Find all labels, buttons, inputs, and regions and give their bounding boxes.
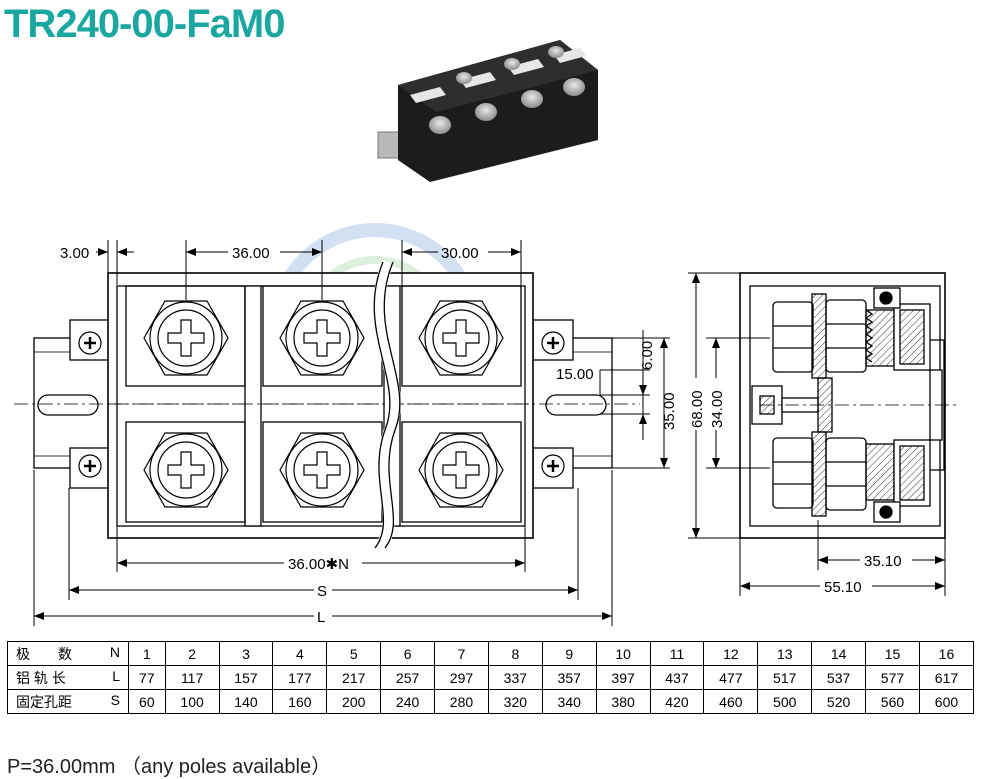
table-cell: 77 <box>128 665 166 690</box>
dim-offset-label: 3.00 <box>60 245 89 262</box>
table-cell: 240 <box>380 689 436 714</box>
table-cell: 8 <box>487 641 543 666</box>
table-cell: 337 <box>487 665 543 690</box>
table-cell: 60 <box>128 689 166 714</box>
table-cell: 2 <box>164 641 220 666</box>
table-cell: 11 <box>649 641 705 666</box>
table-cell: 140 <box>218 689 274 714</box>
table-cell: 12 <box>703 641 759 666</box>
table-cell: 10 <box>595 641 651 666</box>
dim-15-label: 15.00 <box>556 366 594 383</box>
table-cell: 297 <box>434 665 489 690</box>
dim-pitch2-label: 30.00 <box>441 245 479 262</box>
dim-6-label: 6.00 <box>639 341 656 370</box>
technical-drawing: 3.00 36.00 30.00 36.00✱N S L 15.00 6.00 … <box>14 40 960 626</box>
table-cell: 160 <box>272 689 328 714</box>
table-cell: 477 <box>703 665 759 690</box>
table-cell: 257 <box>380 665 436 690</box>
table-cell: 6 <box>380 641 436 666</box>
product-photo <box>377 40 598 182</box>
table-cell: 560 <box>865 689 920 714</box>
table-cell: 13 <box>757 641 813 666</box>
dim-35-label: 35.00 <box>661 392 678 430</box>
table-cell: 14 <box>811 641 867 666</box>
front-dimensions <box>33 240 670 626</box>
dim-34-label: 34.00 <box>709 390 726 428</box>
table-cell: 500 <box>757 689 813 714</box>
table-cell: 16 <box>918 641 975 666</box>
table-cell: 437 <box>649 665 705 690</box>
table-cell: 517 <box>757 665 813 690</box>
side-dimension-arrows <box>692 273 945 590</box>
table-cell: 600 <box>918 689 975 714</box>
table-cell: 320 <box>487 689 543 714</box>
table-cell: 460 <box>703 689 759 714</box>
table-cell: 9 <box>541 641 597 666</box>
table-cell: 4 <box>272 641 328 666</box>
dim-35-10-label: 35.10 <box>864 553 902 570</box>
table-cell: 280 <box>434 689 489 714</box>
screw-terminals <box>78 300 565 508</box>
table-cell: 200 <box>326 689 382 714</box>
table-cell: 3 <box>218 641 274 666</box>
dim-55-10-label: 55.10 <box>824 579 862 596</box>
dim-pitch-total-label: 36.00✱N <box>288 556 349 573</box>
table-cell: 1 <box>128 641 166 666</box>
table-cell: 397 <box>595 665 651 690</box>
table-cell: 5 <box>326 641 382 666</box>
dim-s-label: S <box>317 583 327 600</box>
table-cell: 157 <box>218 665 274 690</box>
table-cell: 117 <box>164 665 220 690</box>
table-cell: 357 <box>541 665 597 690</box>
break-line <box>373 259 401 552</box>
table-cell: 217 <box>326 665 382 690</box>
table-cell: 577 <box>865 665 920 690</box>
table-cell: 100 <box>164 689 220 714</box>
pitch-footnote: P=36.00mm （any poles available） <box>7 756 332 778</box>
dimension-arrows <box>34 248 668 620</box>
table-cell: 340 <box>541 689 597 714</box>
table-cell: 537 <box>811 665 867 690</box>
table-cell: 7 <box>434 641 489 666</box>
dim-pitch-label: 36.00 <box>232 245 270 262</box>
side-view <box>739 272 960 539</box>
dim-68-label: 68.00 <box>689 390 706 428</box>
product-title: TR240-00-FaM0 <box>4 2 285 46</box>
table-cell: 520 <box>811 689 867 714</box>
table-cell: 15 <box>865 641 920 666</box>
table-cell: 380 <box>595 689 651 714</box>
dim-l-label: L <box>317 609 325 626</box>
table-cell: 177 <box>272 665 328 690</box>
table-cell: 617 <box>918 665 975 690</box>
table-cell: 420 <box>649 689 705 714</box>
